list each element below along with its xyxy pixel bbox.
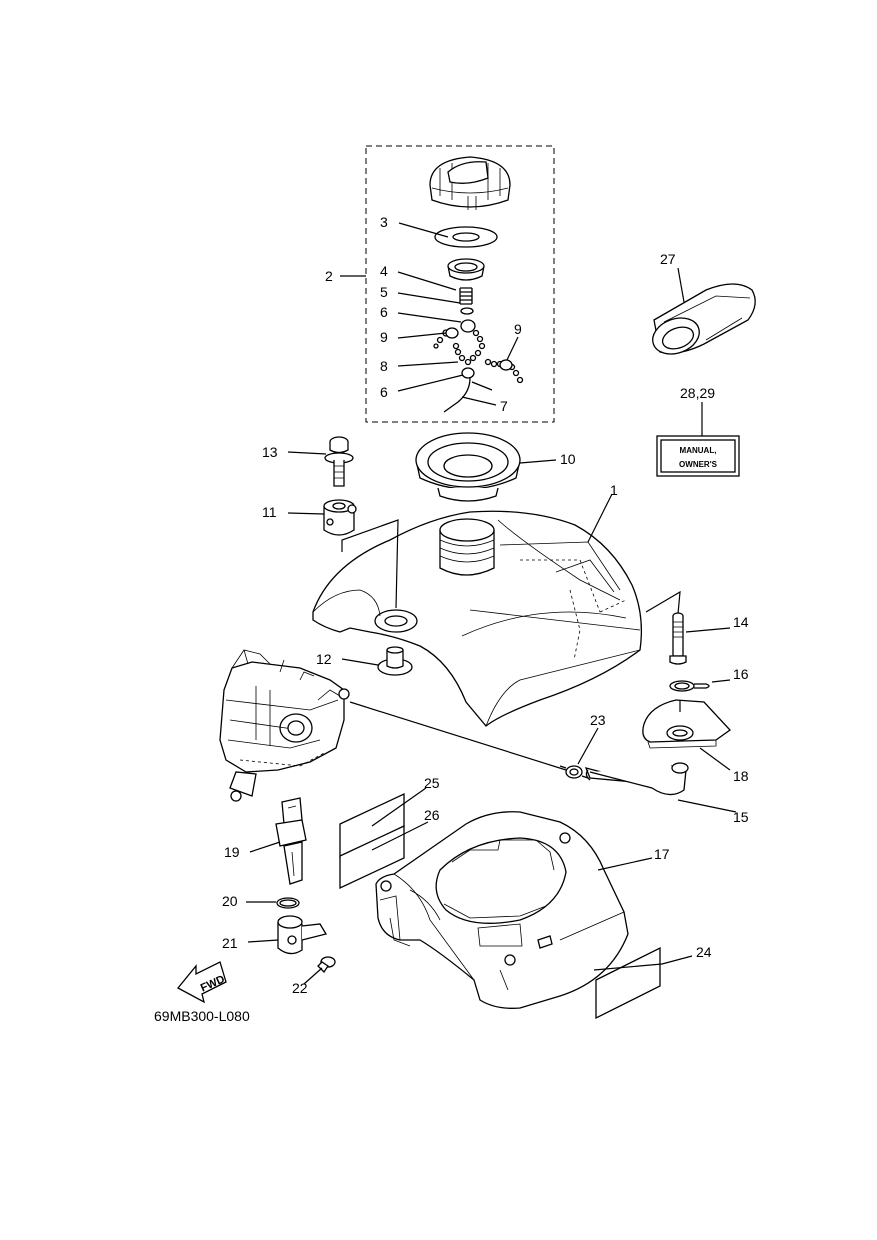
label-22: 22 xyxy=(292,980,308,996)
label-10: 10 xyxy=(560,451,576,467)
label-9-right: 9 xyxy=(514,321,522,337)
label-6-upper: 6 xyxy=(380,304,388,320)
small-washer xyxy=(460,307,474,315)
label-11: 11 xyxy=(262,504,277,520)
manual-label-line1: MANUAL, xyxy=(680,446,717,455)
chain-clip-left xyxy=(445,327,459,339)
tank-filler-neck xyxy=(439,518,495,576)
label-18: 18 xyxy=(733,768,749,784)
label-6-lower: 6 xyxy=(380,384,388,400)
label-21: 21 xyxy=(222,935,238,951)
label-24: 24 xyxy=(696,944,712,960)
vent-spring xyxy=(459,287,473,305)
callout-labels: 1 2 3 4 5 6 9 8 6 9 7 10 11 12 13 14 15 … xyxy=(222,214,749,996)
cap-gasket xyxy=(434,226,498,248)
label-20: 20 xyxy=(222,893,238,909)
label-1: 1 xyxy=(610,482,618,498)
hose-clip-23 xyxy=(559,765,589,779)
fuel-tank xyxy=(312,510,642,727)
cap-assembly-group-box xyxy=(365,145,555,423)
screw-22 xyxy=(317,956,336,974)
owners-manual: MANUAL, OWNER'S xyxy=(656,435,740,477)
label-26: 26 xyxy=(424,807,440,823)
label-28-29: 28,29 xyxy=(680,385,715,401)
retainer-chain xyxy=(433,329,524,384)
label-19: 19 xyxy=(224,844,240,860)
intake-silencer-17 xyxy=(375,811,629,1009)
label-13: 13 xyxy=(262,444,278,460)
grommet-11 xyxy=(323,499,357,536)
label-7: 7 xyxy=(500,398,508,414)
label-3: 3 xyxy=(380,214,388,230)
collar-12 xyxy=(377,646,413,676)
label-15: 15 xyxy=(733,809,749,825)
label-12: 12 xyxy=(316,651,332,667)
label-25: 25 xyxy=(424,775,440,791)
label-2: 2 xyxy=(325,268,333,284)
bracket-18 xyxy=(642,699,731,749)
filler-neck-seal xyxy=(415,432,521,502)
o-ring-20 xyxy=(276,897,300,909)
chain-ring-lower xyxy=(461,367,475,379)
retainer-wire xyxy=(443,377,493,413)
cap-inner-seat xyxy=(447,258,485,281)
fwd-arrow-icon: FWD xyxy=(176,961,227,1004)
label-8: 8 xyxy=(380,358,388,374)
throttle-link-19 xyxy=(275,797,307,885)
label-14: 14 xyxy=(733,614,749,630)
label-4: 4 xyxy=(380,263,388,279)
chain-clip-right xyxy=(499,359,513,371)
label-17: 17 xyxy=(654,846,670,862)
bolt-14 xyxy=(669,612,687,665)
fuel-hose-15 xyxy=(584,762,689,796)
diagram-code: 69MB300-L080 xyxy=(154,1008,250,1024)
label-16: 16 xyxy=(733,666,749,682)
label-27: 27 xyxy=(660,251,676,267)
chain-ring-upper xyxy=(460,319,476,333)
label-23: 23 xyxy=(590,712,606,728)
label-5: 5 xyxy=(380,284,388,300)
screw-13 xyxy=(324,436,354,487)
carburetor xyxy=(219,649,350,802)
fuel-cap xyxy=(429,156,511,210)
pouch-27 xyxy=(652,283,756,355)
label-9-left: 9 xyxy=(380,329,388,345)
clip-16 xyxy=(669,680,710,692)
joint-21 xyxy=(277,915,328,955)
manual-label-line2: OWNER'S xyxy=(679,460,718,469)
